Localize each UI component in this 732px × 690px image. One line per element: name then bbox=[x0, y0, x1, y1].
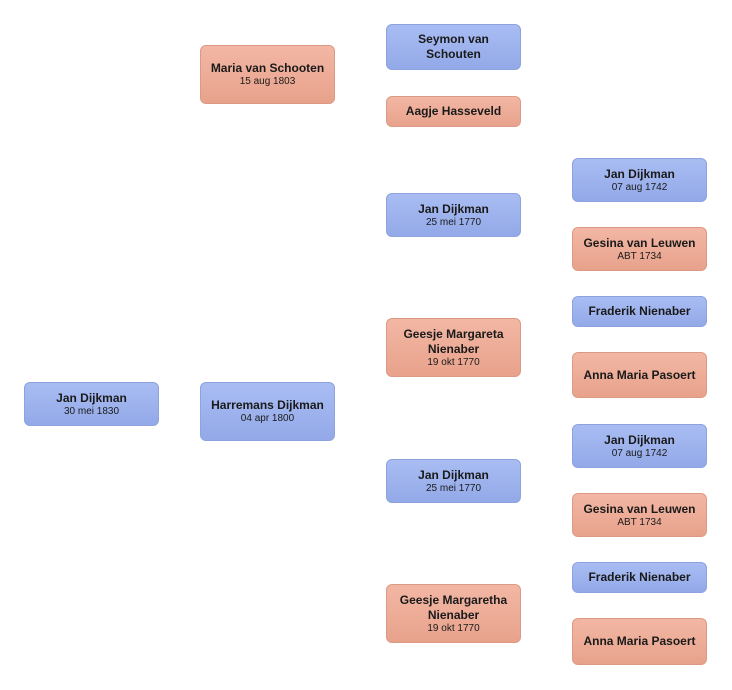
person-name: Jan Dijkman bbox=[604, 432, 675, 447]
person-father[interactable]: Harremans Dijkman 04 apr 1800 bbox=[200, 382, 335, 441]
person-a2-anna[interactable]: Anna Maria Pasoert bbox=[572, 618, 707, 665]
person-name: Gesina van Leuwen bbox=[583, 501, 696, 516]
person-a2-fraderik[interactable]: Fraderik Nienaber bbox=[572, 562, 707, 593]
person-date: 30 mei 1830 bbox=[63, 405, 120, 417]
person-g1-geesje[interactable]: Geesje Margareta Nienaber 19 okt 1770 bbox=[386, 318, 521, 377]
person-name: Anna Maria Pasoert bbox=[583, 634, 696, 648]
person-name: Fraderik Nienaber bbox=[588, 304, 691, 318]
person-name: Jan Dijkman bbox=[418, 467, 489, 482]
person-date: 04 apr 1800 bbox=[240, 413, 295, 424]
person-mm-mother[interactable]: Aagje Hasseveld bbox=[386, 96, 521, 127]
person-name: Gesina van Leuwen bbox=[583, 235, 696, 250]
person-date: 07 aug 1742 bbox=[611, 447, 668, 459]
person-date: 25 mei 1770 bbox=[425, 482, 482, 494]
person-date: 19 okt 1770 bbox=[427, 622, 480, 634]
person-name: Jan Dijkman bbox=[418, 201, 489, 216]
person-name: Maria van Schooten bbox=[210, 61, 325, 75]
person-mm-father[interactable]: Seymon van Schouten bbox=[386, 24, 521, 70]
person-a1-anna[interactable]: Anna Maria Pasoert bbox=[572, 352, 707, 398]
person-date: 19 okt 1770 bbox=[427, 356, 480, 368]
person-a1-gesina[interactable]: Gesina van Leuwen ABT 1734 bbox=[572, 227, 707, 271]
person-date: ABT 1734 bbox=[617, 516, 662, 528]
person-name: Harremans Dijkman bbox=[211, 398, 324, 412]
person-name: Seymon van Schouten bbox=[418, 32, 489, 61]
person-name: Geesje Margareta Nienaber bbox=[403, 326, 504, 356]
person-a1-fraderik[interactable]: Fraderik Nienaber bbox=[572, 296, 707, 327]
person-name: Anna Maria Pasoert bbox=[583, 367, 696, 382]
person-name: Fraderik Nienaber bbox=[588, 570, 691, 584]
person-name: Jan Dijkman bbox=[604, 166, 675, 181]
person-g2-geesje[interactable]: Geesje Margaretha Nienaber 19 okt 1770 bbox=[386, 584, 521, 643]
person-date: 15 aug 1803 bbox=[239, 76, 296, 87]
person-date: 25 mei 1770 bbox=[425, 216, 482, 228]
person-name: Jan Dijkman bbox=[56, 390, 127, 405]
person-g1-jan[interactable]: Jan Dijkman 25 mei 1770 bbox=[386, 193, 521, 237]
person-date: ABT 1734 bbox=[617, 250, 662, 262]
person-name: Geesje Margaretha Nienaber bbox=[399, 592, 508, 622]
person-mother[interactable]: Maria van Schooten 15 aug 1803 bbox=[200, 45, 335, 104]
person-a2-gesina[interactable]: Gesina van Leuwen ABT 1734 bbox=[572, 493, 707, 537]
person-root[interactable]: Jan Dijkman 30 mei 1830 bbox=[24, 382, 159, 426]
person-a1-jan[interactable]: Jan Dijkman 07 aug 1742 bbox=[572, 158, 707, 202]
person-date: 07 aug 1742 bbox=[611, 181, 668, 193]
person-name: Aagje Hasseveld bbox=[405, 104, 502, 118]
person-g2-jan[interactable]: Jan Dijkman 25 mei 1770 bbox=[386, 459, 521, 503]
person-a2-jan[interactable]: Jan Dijkman 07 aug 1742 bbox=[572, 424, 707, 468]
